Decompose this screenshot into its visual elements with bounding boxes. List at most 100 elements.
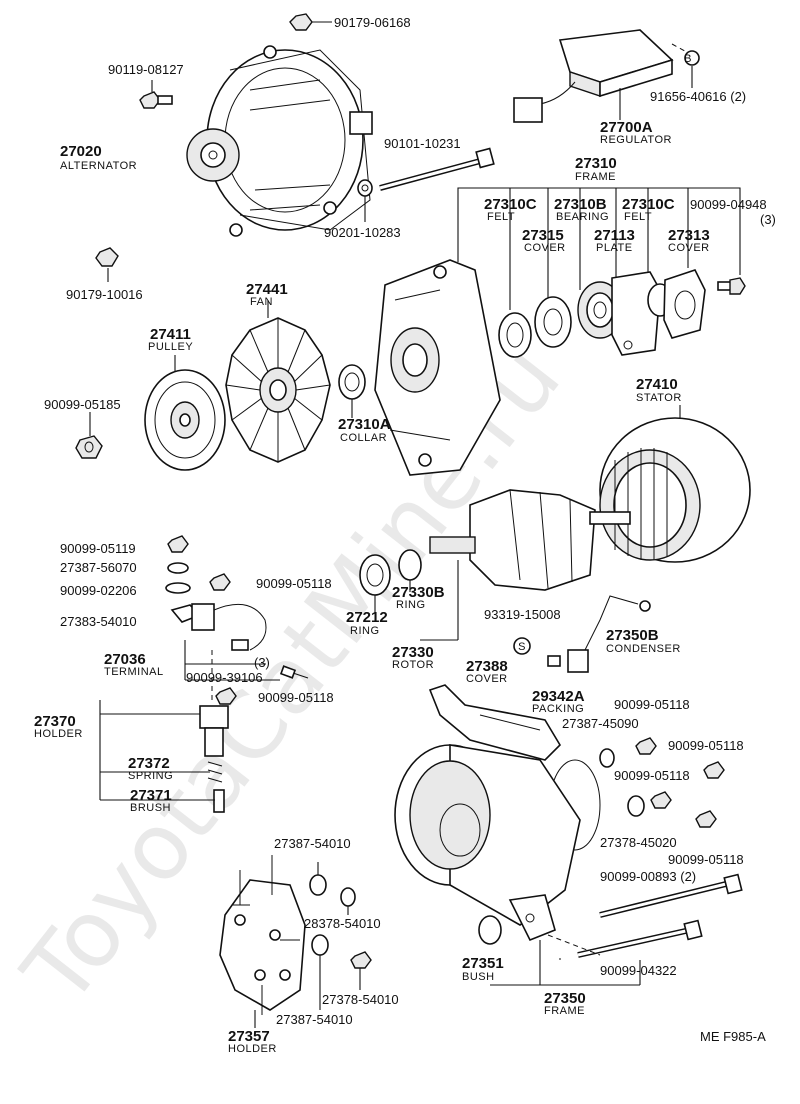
marker-b: B (684, 53, 692, 65)
label-regulator: REGULATOR (600, 134, 672, 146)
label-90099-00893: 90099-00893 (2) (600, 869, 696, 884)
bolts-through-drawing (490, 873, 743, 986)
ring-27330B-drawing (398, 549, 422, 592)
pulley-27411-drawing (144, 355, 226, 471)
label-cover-27388: COVER (466, 673, 508, 685)
bearing-27310B-drawing (577, 281, 623, 339)
label-27310B: 27310B (554, 196, 607, 213)
label-93319-15008: 93319-15008 (484, 607, 561, 622)
rear-frame-27350-drawing (394, 744, 581, 942)
label-alternator: ALTERNATOR (60, 160, 137, 172)
label-27700A: 27700A (600, 119, 653, 136)
label-ring-27212: RING (350, 625, 380, 637)
small-parts-rear-drawing (599, 737, 725, 828)
label-90119-08127: 90119-08127 (108, 62, 184, 77)
label-27315: 27315 (522, 227, 564, 244)
fan-27441-drawing (225, 300, 331, 463)
label-pulley: PULLEY (148, 341, 193, 353)
label-27411: 27411 (150, 326, 191, 343)
label-fan: FAN (250, 296, 273, 308)
nut-90179-10016-drawing (95, 247, 119, 282)
label-27370: 27370 (34, 713, 76, 730)
label-27330B: 27330B (392, 584, 445, 601)
label-brush: BRUSH (130, 802, 171, 814)
label-bush: BUSH (462, 971, 495, 983)
label-qty-27036: (3) (254, 655, 270, 670)
condenser-27350B-drawing (513, 595, 651, 673)
label-frame-27350: FRAME (544, 1005, 585, 1017)
label-27310C-a: 27310C (484, 196, 537, 213)
label-felt-a: FELT (487, 211, 515, 223)
felt-27310C-drawing (498, 312, 532, 358)
label-90099-05118-f: 90099-05118 (668, 852, 744, 867)
regulator-drawing (513, 29, 700, 123)
label-27387-56070: 27387-56070 (60, 560, 137, 575)
label-condenser: CONDENSER (606, 643, 681, 655)
label-27410: 27410 (636, 376, 678, 393)
label-rotor: ROTOR (392, 659, 434, 671)
label-bearing: BEARING (556, 211, 609, 223)
label-cover-27313: COVER (668, 242, 710, 254)
nut-90099-05185-drawing (75, 412, 103, 459)
label-27388: 27388 (466, 658, 508, 675)
label-27020: 27020 (60, 143, 102, 160)
cover-27315-drawing (534, 296, 572, 348)
label-qty-90099-04948: (3) (760, 212, 776, 227)
label-27371: 27371 (130, 787, 172, 804)
cover-27313-drawing (663, 269, 706, 339)
label-frame-27310: FRAME (575, 171, 616, 183)
label-27378-45020: 27378-45020 (600, 835, 677, 850)
label-stator: STATOR (636, 392, 682, 404)
frame-bracket-line (457, 187, 741, 310)
label-27036: 27036 (104, 651, 146, 668)
label-terminal: TERMINAL (104, 666, 164, 678)
label-cover-27315: COVER (524, 242, 566, 254)
nut-90179-06168-drawing (289, 13, 332, 31)
label-90099-05185: 90099-05185 (44, 397, 121, 412)
label-90099-05118-e: 90099-05118 (614, 768, 690, 783)
label-27350: 27350 (544, 990, 586, 1007)
stator-27410-drawing (599, 405, 751, 563)
bush-27351-drawing (478, 915, 502, 945)
drive-end-frame-drawing (374, 259, 501, 476)
label-plate: PLATE (596, 242, 633, 254)
label-27387-54010-b: 27387-54010 (276, 1012, 353, 1027)
label-29342A: 29342A (532, 688, 585, 705)
label-packing: PACKING (532, 703, 584, 715)
diagram-code: ME F985-A (700, 1029, 766, 1044)
screw-90099-04948-drawing (717, 277, 746, 295)
label-90099-04322: 90099-04322 (600, 963, 677, 978)
label-90179-10016: 90179-10016 (66, 287, 143, 302)
label-27441: 27441 (246, 281, 288, 298)
cover-27388-drawing (428, 684, 562, 761)
label-27310C-b: 27310C (622, 196, 675, 213)
label-27387-54010-a: 27387-54010 (274, 836, 351, 851)
label-28378-54010: 28378-54010 (304, 916, 381, 931)
label-27378-54010: 27378-54010 (322, 992, 399, 1007)
label-27313: 27313 (668, 227, 710, 244)
label-90099-05118-b: 90099-05118 (258, 690, 334, 705)
label-90099-05118-a: 90099-05118 (256, 576, 332, 591)
label-90101-10231: 90101-10231 (384, 136, 461, 151)
label-27330: 27330 (392, 644, 434, 661)
label-27310A: 27310A (338, 416, 391, 433)
label-27350B: 27350B (606, 627, 659, 644)
label-90179-06168: 90179-06168 (334, 15, 411, 30)
marker-s: S (518, 641, 526, 653)
bolt-90101-10231-drawing (379, 147, 495, 191)
label-90099-39106: 90099-39106 (186, 670, 263, 685)
bolt-90119-08127-drawing (139, 80, 173, 109)
rotor-27330-drawing (420, 489, 631, 641)
washer-90201-10283-drawing (357, 179, 373, 222)
brush-holder-parts-drawing (99, 535, 309, 813)
label-spring: SPRING (128, 770, 173, 782)
label-27372: 27372 (128, 755, 170, 772)
label-27357: 27357 (228, 1028, 270, 1045)
label-90201-10283: 90201-10283 (324, 225, 401, 240)
label-90099-05118-c: 90099-05118 (614, 697, 690, 712)
label-27387-45090: 27387-45090 (562, 716, 639, 731)
label-27310: 27310 (575, 155, 617, 172)
label-felt-b: FELT (624, 211, 652, 223)
label-27351: 27351 (462, 955, 504, 972)
